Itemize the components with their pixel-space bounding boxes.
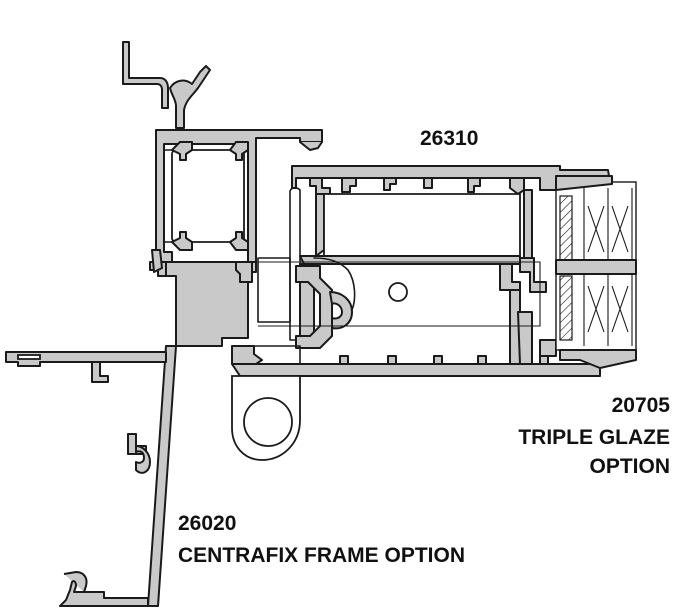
- triple-glaze-unit: [555, 175, 637, 369]
- centrafix-frame-leg: [5, 345, 177, 607]
- frame-description-label: CENTRAFIX FRAME OPTION: [178, 544, 465, 567]
- glazing-bead-round: [231, 282, 408, 461]
- glaze-description-line2: OPTION: [589, 455, 670, 478]
- glaze-description-line1: TRIPLE GLAZE: [518, 426, 670, 449]
- thermal-break: [231, 187, 541, 365]
- sash-code-label: 26310: [420, 127, 479, 150]
- top-hook-profile: [122, 41, 211, 129]
- frame-code-label: 26020: [178, 512, 237, 535]
- outer-frame-profile: [155, 129, 323, 263]
- frame-vertical-web: [149, 249, 257, 347]
- glaze-code-label: 20705: [611, 394, 670, 417]
- sash-profile: [231, 165, 611, 377]
